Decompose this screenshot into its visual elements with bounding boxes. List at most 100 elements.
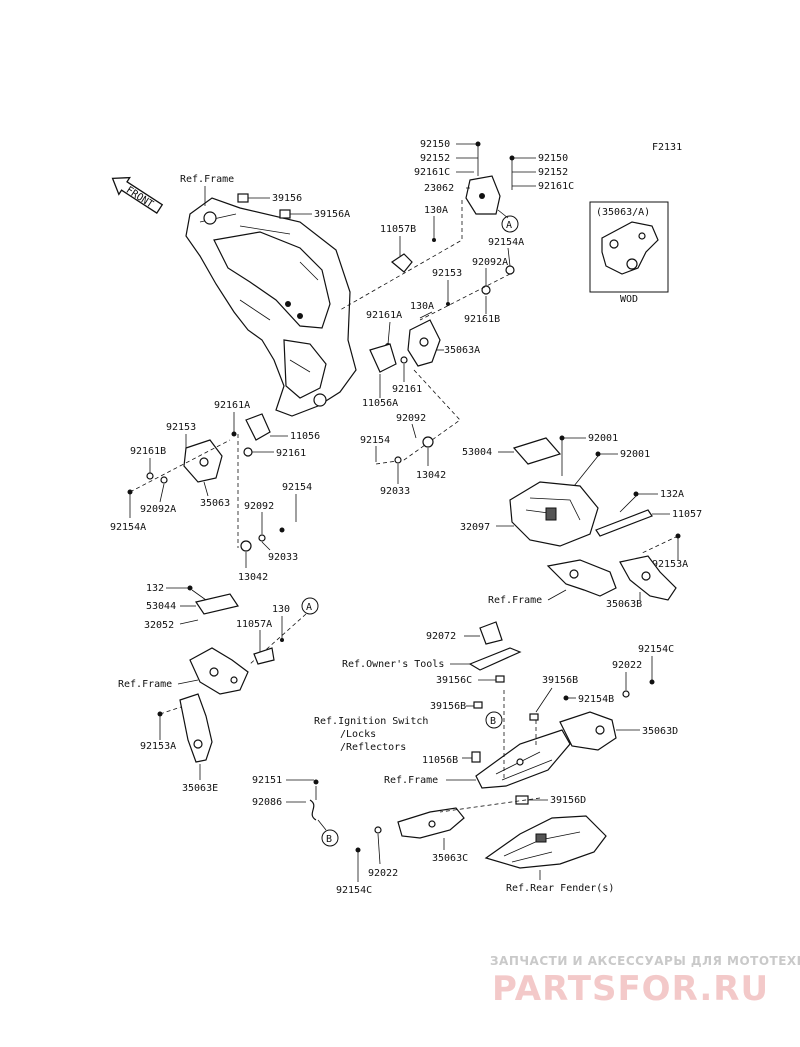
- rubber-39156d: [515, 795, 529, 805]
- bracket-23062: [465, 175, 501, 215]
- label-39156d: 39156D: [550, 795, 586, 806]
- label-35063c: 35063C: [432, 853, 468, 864]
- step-bracket-32052: [189, 647, 249, 695]
- rear-subframe: [475, 729, 571, 789]
- label-92161c-b: 92161C: [538, 181, 574, 192]
- label-13042-a: 13042: [416, 470, 446, 481]
- label-92072: 92072: [426, 631, 456, 642]
- label-92161a-a: 92161A: [366, 310, 402, 321]
- plate-11056a: [369, 343, 397, 373]
- callout-b-left-label: B: [326, 834, 332, 845]
- ref-ignition-label-2: /Locks: [340, 729, 376, 740]
- label-92152-b: 92152: [538, 167, 568, 178]
- label-92150-b: 92150: [538, 153, 568, 164]
- label-32097: 32097: [460, 522, 490, 533]
- callout-b-right: [485, 711, 503, 729]
- rear-fender: [484, 815, 607, 869]
- label-92092a-a: 92092A: [472, 257, 508, 268]
- ref-frame-top-label: Ref.Frame: [180, 174, 234, 185]
- label-92153-a: 92153: [432, 268, 462, 279]
- label-53044: 53044: [146, 601, 176, 612]
- label-39156b-b: 39156B: [430, 701, 466, 712]
- label-11057a: 11057A: [236, 619, 272, 630]
- label-13042-b: 13042: [238, 572, 268, 583]
- motorcycle-frame: [185, 197, 357, 417]
- step-bracket-35063e: [179, 693, 213, 763]
- label-92151: 92151: [252, 775, 282, 786]
- ref-frame-lower-label: Ref.Frame: [384, 775, 438, 786]
- label-35063e: 35063E: [182, 783, 218, 794]
- ref-owners-tools-label: Ref.Owner's Tools: [342, 659, 444, 670]
- plate-11056: [245, 413, 271, 441]
- rubber-39156a: [279, 209, 291, 219]
- inset-wod-box: (35063/A) WOD: [589, 201, 669, 305]
- label-39156c: 39156C: [436, 675, 472, 686]
- ref-frame-right-label: Ref.Frame: [488, 595, 542, 606]
- label-39156a: 39156A: [314, 209, 350, 220]
- watermark-tagline: ЗАПЧАСТИ И АКСЕССУАРЫ ДЛЯ МОТОТЕХНИКИ: [490, 954, 800, 968]
- label-92154a-a: 92154A: [488, 237, 524, 248]
- callout-a-top-label: A: [506, 220, 512, 231]
- label-92092-a: 92092: [396, 413, 426, 424]
- front-direction-arrow: FRONT: [111, 176, 164, 214]
- step-bracket-35063b: [546, 555, 677, 601]
- ref-ignition-label-3: /Reflectors: [340, 742, 406, 753]
- guide-11057b: [390, 253, 413, 273]
- callout-b-left: [321, 829, 339, 847]
- label-92153-b: 92153: [166, 422, 196, 433]
- label-39156: 39156: [272, 193, 302, 204]
- label-35063a: 35063A: [444, 345, 480, 356]
- label-11057: 11057: [672, 509, 702, 520]
- label-53004: 53004: [462, 447, 492, 458]
- label-92161-b: 92161: [276, 448, 306, 459]
- callout-b-right-label: B: [490, 716, 496, 727]
- label-92154c-a: 92154C: [638, 644, 674, 655]
- label-92154-b: 92154: [282, 482, 312, 493]
- label-92154-a: 92154: [360, 435, 390, 446]
- label-92161c-a: 92161C: [414, 167, 450, 178]
- owners-tools: [468, 647, 522, 671]
- label-92033-a: 92033: [380, 486, 410, 497]
- label-92154c-b: 92154C: [336, 885, 372, 896]
- ref-ignition-label-1: Ref.Ignition Switch: [314, 716, 428, 727]
- callout-a-left: [301, 597, 319, 615]
- rubber-39156: [237, 193, 249, 203]
- label-92153a-a: 92153A: [652, 559, 688, 570]
- label-132: 132: [146, 583, 164, 594]
- label-32052: 32052: [144, 620, 174, 631]
- label-92022-b: 92022: [368, 868, 398, 879]
- label-130: 130: [272, 604, 290, 615]
- step-bracket-35063: [183, 439, 223, 483]
- label-11056a: 11056A: [362, 398, 398, 409]
- label-35063d: 35063D: [642, 726, 678, 737]
- label-39156b-a: 39156B: [542, 675, 578, 686]
- bracket-35063d: [559, 711, 617, 751]
- ref-frame-left-label: Ref.Frame: [118, 679, 172, 690]
- label-92161b-b: 92161B: [130, 446, 166, 457]
- bushing-13042-a: [422, 436, 434, 448]
- callout-a-left-label: A: [306, 602, 312, 613]
- tray-32097: [509, 481, 599, 547]
- inset-title: (35063/A): [596, 207, 650, 218]
- cover-53044: [195, 593, 239, 615]
- label-92022-a: 92022: [612, 660, 642, 671]
- label-92153a-b: 92153A: [140, 741, 176, 752]
- label-92154b: 92154B: [578, 694, 614, 705]
- watermark-logo: PARTSFOR.RU: [492, 969, 769, 1009]
- label-11056: 11056: [290, 431, 320, 442]
- figure-code: F2131: [652, 142, 682, 153]
- label-23062: 23062: [424, 183, 454, 194]
- label-92161-a: 92161: [392, 384, 422, 395]
- label-92150-a: 92150: [420, 139, 450, 150]
- label-11057b: 11057B: [380, 224, 416, 235]
- bracket-35063c: [397, 807, 465, 839]
- label-35063: 35063: [200, 498, 230, 509]
- guide-11057: [595, 509, 653, 537]
- step-bracket-35063a: [407, 319, 441, 367]
- label-92092a-b: 92092A: [140, 504, 176, 515]
- callout-a-top: [501, 215, 519, 233]
- label-130a-a: 130A: [424, 205, 448, 216]
- inset-caption: WOD: [620, 294, 638, 305]
